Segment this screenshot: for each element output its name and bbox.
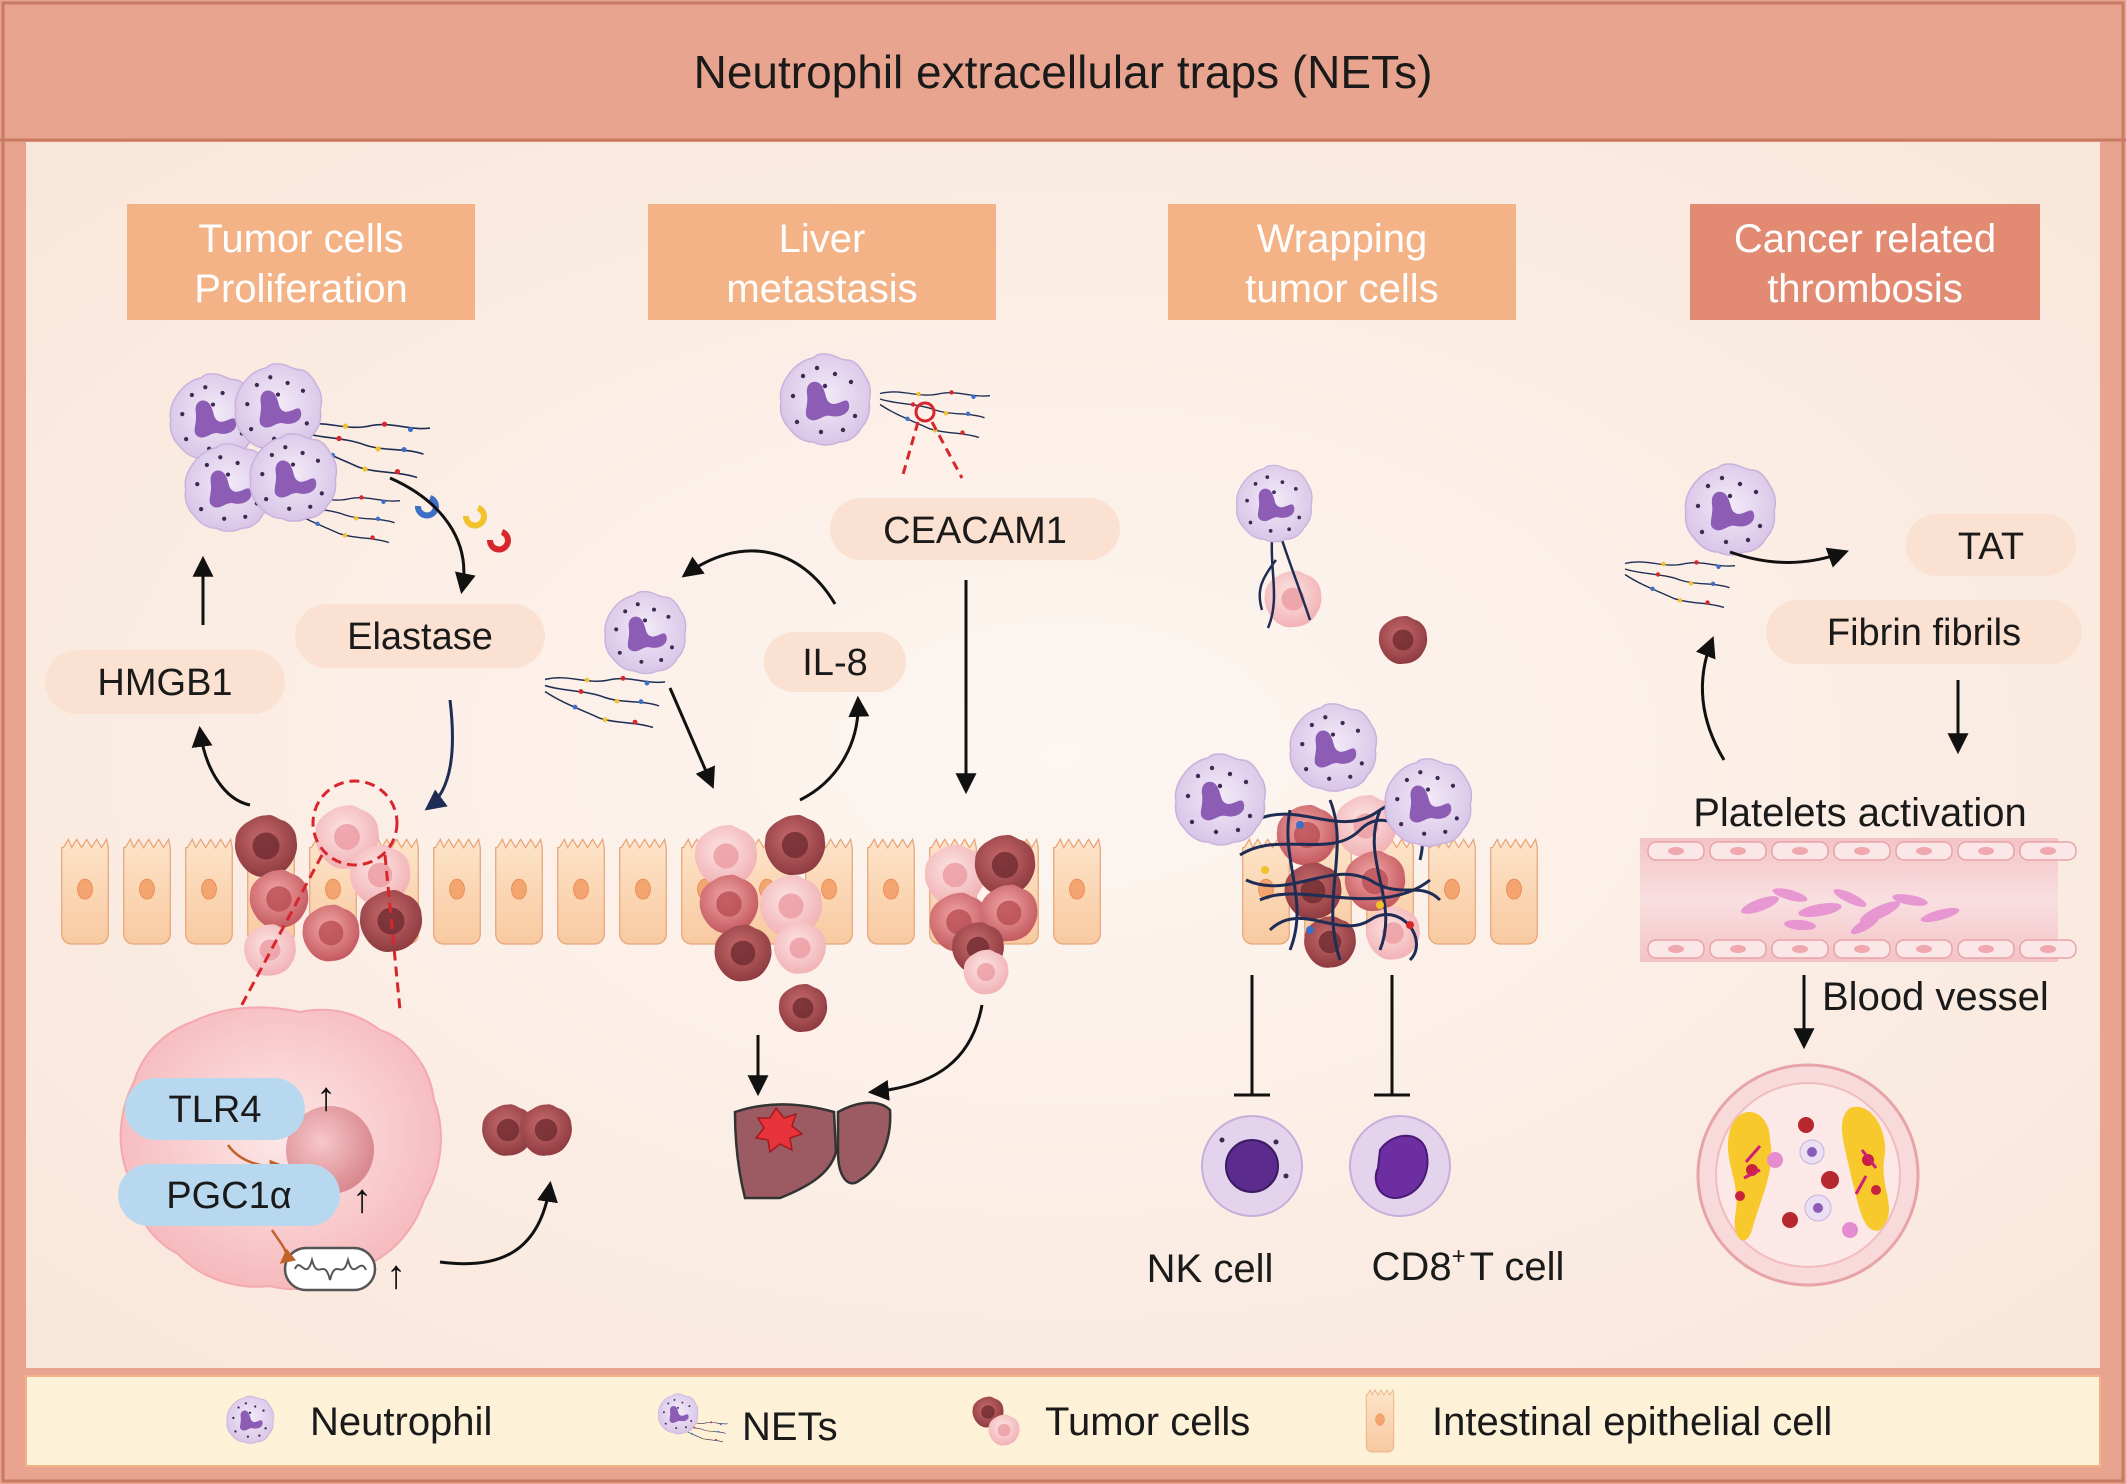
vessel-wall-nucleus xyxy=(2040,945,2056,953)
svg-text:Fibrin fibrils: Fibrin fibrils xyxy=(1827,612,2021,654)
svg-text:metastasis: metastasis xyxy=(726,267,917,311)
vessel-wall-nucleus xyxy=(1978,847,1994,855)
panel-header-proliferation: Tumor cells Proliferation xyxy=(127,204,475,320)
svg-text:thrombosis: thrombosis xyxy=(1767,267,1963,311)
cd8-t-cell-icon xyxy=(1349,1115,1451,1217)
svg-text:tumor cells: tumor cells xyxy=(1245,267,1438,311)
epithelial-cell xyxy=(556,838,606,945)
pgc1a-label: PGC1α xyxy=(118,1164,340,1226)
svg-text:Tumor cells: Tumor cells xyxy=(1045,1400,1250,1444)
panel-header-wrapping: Wrapping tumor cells xyxy=(1168,204,1516,320)
epithelial-cell xyxy=(1052,838,1102,945)
svg-text:PGC1α: PGC1α xyxy=(166,1175,291,1217)
svg-text:Tumor cells: Tumor cells xyxy=(198,217,403,261)
cd8-t-cell-label: CD8+T cell xyxy=(1372,1243,1565,1289)
tlr4-up-arrow: ↑ xyxy=(316,1075,336,1119)
epithelial-cell xyxy=(494,838,544,945)
svg-text:NETs: NETs xyxy=(742,1405,838,1449)
il8-label: IL-8 xyxy=(764,632,906,692)
vessel-wall-nucleus xyxy=(1792,945,1808,953)
legend-item-epithelial: Intestinal epithelial cell xyxy=(1365,1389,1832,1453)
svg-text:IL-8: IL-8 xyxy=(802,642,867,684)
epithelial-cell xyxy=(618,838,668,945)
svg-text:Proliferation: Proliferation xyxy=(194,267,407,311)
svg-text:CEACAM1: CEACAM1 xyxy=(883,510,1067,552)
epithelial-cell xyxy=(1241,838,1291,945)
vessel-wall-nucleus xyxy=(1668,945,1684,953)
vessel-wall-nucleus xyxy=(1978,945,1994,953)
legend-item-nets: NETs xyxy=(658,1393,838,1449)
blood-vessel-label: Blood vessel xyxy=(1822,975,2049,1019)
svg-text:Liver: Liver xyxy=(779,217,866,261)
highlighted-tumor-cell xyxy=(311,779,399,867)
svg-text:Elastase: Elastase xyxy=(347,616,493,658)
liver-icon xyxy=(733,1101,892,1200)
epithelial-cell xyxy=(866,838,916,945)
svg-text:Wrapping: Wrapping xyxy=(1257,217,1427,261)
fibrin-fibrils-label: Fibrin fibrils xyxy=(1766,600,2082,664)
epithelial-cell xyxy=(184,838,234,945)
neutrophil-icon xyxy=(226,1395,274,1444)
diagram-title: Neutrophil extracellular traps (NETs) xyxy=(694,46,1433,98)
panel-header-thrombosis: Cancer related thrombosis xyxy=(1690,204,2040,320)
mitochondrion-icon xyxy=(283,1246,377,1292)
tlr4-label: TLR4 xyxy=(125,1078,305,1140)
epithelial-cell xyxy=(60,838,110,945)
ceacam1-label: CEACAM1 xyxy=(830,498,1120,560)
panel-header-liver-metastasis: Liver metastasis xyxy=(648,204,996,320)
mito-up-arrow: ↑ xyxy=(386,1253,406,1297)
pgc1a-up-arrow: ↑ xyxy=(352,1177,372,1221)
single-net-wrapping xyxy=(1235,464,1322,629)
vessel-cross-section-icon xyxy=(1696,1063,1920,1287)
tat-label: TAT xyxy=(1906,514,2076,576)
svg-text:TLR4: TLR4 xyxy=(169,1089,262,1131)
svg-text:Cancer related: Cancer related xyxy=(1734,217,1996,261)
nets-wrapping-cluster xyxy=(1174,703,1473,968)
vessel-wall-nucleus xyxy=(1854,847,1870,855)
legend-item-neutrophil: Neutrophil xyxy=(226,1395,492,1444)
nets-ceacam1 xyxy=(779,353,991,479)
elastase-particles xyxy=(415,495,511,553)
nets-icon xyxy=(658,1393,699,1435)
svg-text:HMGB1: HMGB1 xyxy=(97,662,232,704)
vessel-wall-nucleus xyxy=(2040,847,2056,855)
svg-text:Neutrophil: Neutrophil xyxy=(310,1400,492,1444)
vessel-wall-nucleus xyxy=(1668,847,1684,855)
vessel-wall-nucleus xyxy=(1916,945,1932,953)
hmgb1-label: HMGB1 xyxy=(45,650,285,714)
elastase-label: Elastase xyxy=(295,604,545,668)
blood-vessel-icon xyxy=(1640,838,2077,962)
vessel-wall-nucleus xyxy=(1730,945,1746,953)
svg-text:TAT: TAT xyxy=(1958,526,2024,568)
zoomed-tumor-cell xyxy=(119,1006,442,1292)
vessel-wall-nucleus xyxy=(1916,847,1932,855)
platelets-activation-label: Platelets activation xyxy=(1693,791,2027,835)
epithelial-cell xyxy=(1427,838,1477,945)
vessel-wall-nucleus xyxy=(1792,847,1808,855)
vessel-wall-nucleus xyxy=(1730,847,1746,855)
epithelial-cell xyxy=(1489,838,1539,945)
epithelial-cell xyxy=(432,838,482,945)
nk-cell-label: NK cell xyxy=(1147,1247,1274,1291)
epithelial-cell-icon xyxy=(1365,1389,1395,1453)
legend-item-tumor-cells: Tumor cells xyxy=(972,1396,1250,1446)
nk-cell-icon xyxy=(1201,1115,1303,1217)
legend-bar: Neutrophil NETs Tumor cells Intestinal e… xyxy=(25,1375,2101,1467)
svg-text:Intestinal epithelial cell: Intestinal epithelial cell xyxy=(1432,1400,1832,1444)
epithelial-cell xyxy=(122,838,172,945)
vessel-wall-nucleus xyxy=(1854,945,1870,953)
